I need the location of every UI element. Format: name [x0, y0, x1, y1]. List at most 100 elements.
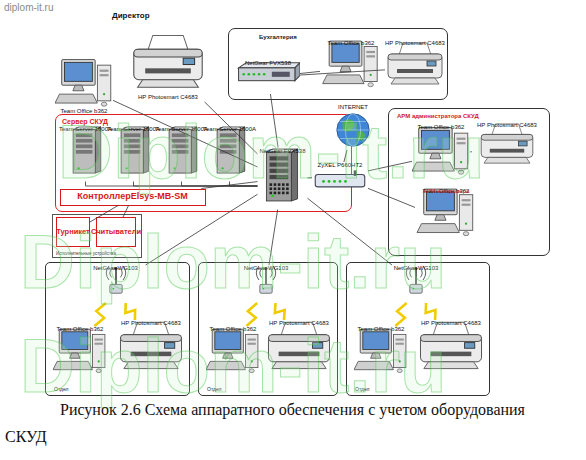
printer-device: HP Photosmart C4683 [472, 122, 542, 174]
device-label: NetGear WG103 [394, 265, 439, 272]
icon-rect [212, 329, 243, 353]
icon-rect [279, 352, 320, 357]
icon-rect [171, 133, 188, 137]
device-label: Team Server 1600A [59, 126, 112, 133]
icon-path [120, 269, 122, 278]
server-device: Team Server 1600A [110, 126, 158, 182]
printer-device: HP Photosmart C4683 [416, 320, 486, 380]
icon-rect [239, 68, 295, 81]
icon-led [114, 267, 117, 270]
icon-path [256, 266, 259, 280]
icon-rect [281, 183, 284, 186]
icon-led [263, 73, 266, 76]
device-label: Team Office b362 [418, 124, 465, 131]
icon-led [248, 73, 251, 76]
icon-rect [245, 334, 257, 367]
icon-path [417, 224, 459, 233]
icon-led [328, 180, 331, 183]
icon-rect [462, 199, 471, 201]
icon-rect [490, 149, 524, 153]
icon-led [264, 267, 267, 270]
icon-led [258, 73, 261, 76]
icon-rect [427, 61, 436, 66]
adsl-router: ZyXEL P660HT2 [312, 162, 368, 192]
icon-path [217, 126, 245, 129]
icon-led [251, 360, 253, 362]
icon-rect [171, 144, 188, 148]
icon-rect [424, 189, 457, 215]
icon-rect [272, 72, 290, 77]
device-label: Team Office b362 [358, 326, 405, 333]
icon-path [138, 80, 199, 88]
wireless-link [246, 303, 257, 326]
network-switch: NetGear FVX538 [258, 148, 308, 210]
icon-path [191, 126, 197, 172]
network-cable [205, 102, 258, 154]
icon-rect [397, 69, 433, 73]
computer-device: Team Office b362 [53, 326, 107, 384]
icon-rect [183, 58, 194, 64]
icon-rect [269, 156, 288, 160]
icon-rect [419, 128, 452, 154]
icon-path [357, 131, 366, 141]
printer-device: HP Photosmart C4683 [264, 320, 334, 380]
icon-path [323, 75, 364, 84]
device-icon [116, 320, 186, 372]
computer-device: Team Office b362 [412, 124, 470, 186]
icon-led [413, 288, 415, 290]
device-icon [264, 320, 334, 372]
icon-rect [427, 192, 455, 211]
icon-rect [120, 335, 181, 362]
device-label: ZyXEL P660HT2 [318, 162, 363, 169]
icon-rect [121, 129, 143, 172]
device-label: Team Office b362 [328, 40, 375, 47]
icon-rect [134, 49, 202, 79]
watermark: Diplom-it.ru [20, 218, 446, 305]
icon-path [53, 361, 92, 369]
icon-rect [393, 334, 405, 367]
icon-path [73, 85, 84, 91]
group-box: АРМ администратора СКУДTeam Office b362H… [388, 108, 550, 256]
icon-led [344, 180, 347, 183]
icon-rect [219, 150, 236, 154]
icon-rect [273, 183, 276, 186]
icon-path [115, 269, 116, 285]
group-box: Исполнительные устройстваТурникетСчитыва… [52, 214, 142, 258]
network-cable [134, 182, 258, 187]
icon-rect [165, 343, 175, 349]
device-icon [206, 326, 260, 376]
group-box: Сервер СКУДTeam Server 1600ATeam Server … [55, 114, 352, 212]
printer-device: HP Photosmart C4683 [116, 320, 186, 380]
icon-rect [462, 204, 471, 206]
wireless-access-point: NetGear WG103 [234, 265, 298, 303]
icon-path [239, 63, 300, 68]
watermark-site: diplom-it.ru [4, 2, 53, 13]
icon-path [143, 126, 149, 172]
icon-led [173, 167, 175, 169]
icon-rect [421, 130, 449, 149]
icon-path [281, 322, 317, 336]
icon-path [391, 78, 439, 84]
device-icon [312, 169, 368, 191]
icon-rect [169, 129, 191, 172]
icon-rect [396, 343, 404, 345]
area-label: Директор [112, 11, 150, 20]
wireless-access-point: NetGear WG103 [384, 265, 448, 303]
icon-led [339, 180, 342, 183]
device-label: АРМ контролера [423, 188, 470, 195]
icon-rect [95, 343, 103, 345]
icon-led [465, 223, 467, 225]
device-icon [385, 40, 445, 88]
computer-device: Team Office b362 [55, 58, 113, 116]
icon-rect [100, 70, 109, 72]
icon-rect [171, 138, 188, 142]
icon-rect [431, 352, 472, 357]
network-cable [368, 188, 415, 207]
icon-rect [75, 150, 92, 154]
device-label: Team Server 1600A [203, 126, 256, 133]
device-label: HP Photosmart C4683 [138, 94, 198, 101]
icon-path [295, 63, 300, 81]
icon-rect [266, 152, 291, 201]
icon-rect [420, 335, 481, 342]
